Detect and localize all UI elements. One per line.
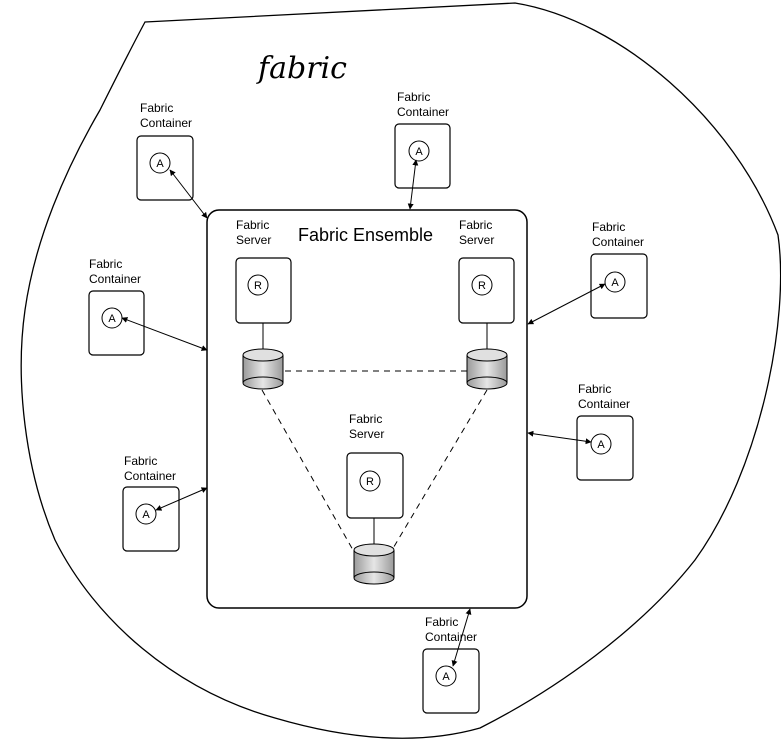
container-7-label-line2: Container xyxy=(425,630,477,644)
server-1-label-line1: Fabric xyxy=(236,218,269,232)
agent-letter-7: A xyxy=(442,671,450,683)
agent-icon-1 xyxy=(149,152,171,174)
agent-letter-2: A xyxy=(415,146,423,158)
container-7-label-line1: Fabric xyxy=(425,615,458,629)
agent-letter-5: A xyxy=(611,277,619,289)
container-5-label-line2: Container xyxy=(592,235,644,249)
registry-letter-1: R xyxy=(254,280,262,292)
container-2-label-line1: Fabric xyxy=(397,90,430,104)
agent-letter-6: A xyxy=(597,439,605,451)
agent-icon-4 xyxy=(135,503,157,525)
fabric-title: fabric xyxy=(256,51,347,86)
link-container-7 xyxy=(451,608,472,667)
container-1-label-line1: Fabric xyxy=(140,101,173,115)
server-3-label-line1: Fabric xyxy=(349,412,382,426)
container-4-label-line1: Fabric xyxy=(124,454,157,468)
database-icon-3 xyxy=(353,543,395,585)
agent-icon-2 xyxy=(408,140,430,162)
registry-letter-2: R xyxy=(478,280,486,292)
agent-icon-5 xyxy=(604,271,626,293)
link-container-5 xyxy=(527,283,606,325)
db-link-left xyxy=(261,389,354,551)
fabric-ensemble-label: Fabric Ensemble xyxy=(298,225,433,245)
link-container-3 xyxy=(121,317,208,351)
registry-icon-3 xyxy=(359,470,381,492)
agent-letter-3: A xyxy=(108,313,116,325)
fabric-boundary xyxy=(20,2,781,739)
container-6-label-line2: Container xyxy=(578,397,630,411)
server-1-label-line2: Server xyxy=(236,233,271,247)
db-link-right xyxy=(391,389,488,551)
container-2-label-line2: Container xyxy=(397,105,449,119)
database-icon-1 xyxy=(242,348,284,390)
registry-icon-2 xyxy=(471,274,493,296)
container-5-label-line1: Fabric xyxy=(592,220,625,234)
link-container-4 xyxy=(155,487,208,511)
server-2-label-line1: Fabric xyxy=(459,218,492,232)
container-3-label-line2: Container xyxy=(89,272,141,286)
database-icon-2 xyxy=(466,348,508,390)
registry-icon-1 xyxy=(247,274,269,296)
server-2-label-line2: Server xyxy=(459,233,494,247)
link-container-2 xyxy=(407,159,419,210)
container-4-label-line2: Container xyxy=(124,469,176,483)
agent-icon-7 xyxy=(435,665,457,687)
server-3-label-line2: Server xyxy=(349,427,384,441)
agent-letter-1: A xyxy=(156,158,164,170)
container-1-label-line2: Container xyxy=(140,116,192,130)
link-container-6 xyxy=(527,430,592,445)
link-container-1 xyxy=(169,169,208,219)
container-3-label-line1: Fabric xyxy=(89,257,122,271)
container-6-label-line1: Fabric xyxy=(578,382,611,396)
agent-letter-4: A xyxy=(142,509,150,521)
registry-letter-3: R xyxy=(366,476,374,488)
